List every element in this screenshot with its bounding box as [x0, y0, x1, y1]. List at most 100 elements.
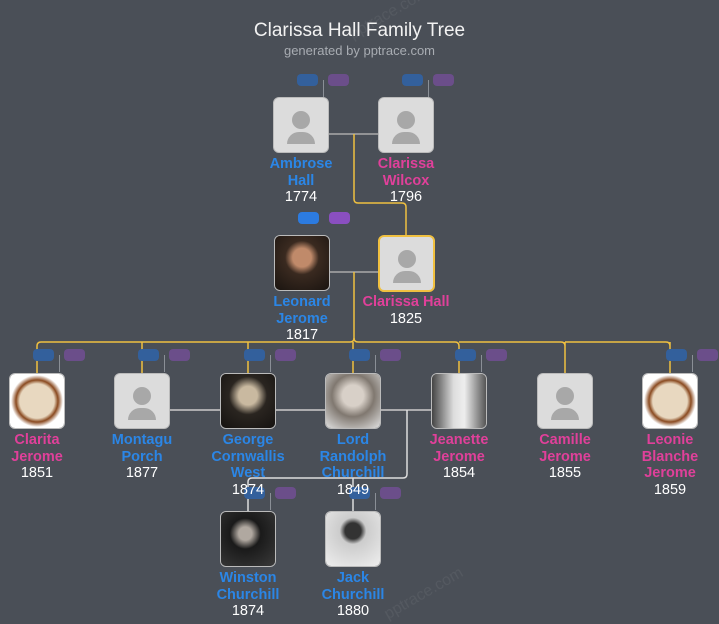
last-name: Hall [287, 172, 315, 189]
add-parent-mother-button[interactable] [329, 212, 350, 224]
connector-stem [164, 355, 165, 372]
person-name[interactable]: Jack Churchill 1880 [309, 570, 397, 620]
person-name[interactable]: Clarita Jerome 1851 [0, 432, 81, 482]
page-title: Clarissa Hall Family Tree [253, 20, 466, 41]
add-parent-father-button[interactable] [402, 74, 423, 86]
avatar-placeholder-icon [392, 271, 421, 283]
person-card[interactable] [273, 97, 329, 153]
person-name[interactable]: George Cornwallis West 1874 [204, 432, 292, 498]
first-name: George [222, 432, 274, 448]
person-photo [275, 236, 329, 290]
add-parent-father-button[interactable] [33, 349, 54, 361]
first-name: Montagu [111, 432, 173, 448]
avatar-placeholder-icon [556, 387, 574, 405]
avatar-placeholder-icon [397, 250, 416, 268]
person-name[interactable]: Clarissa Hall 1825 [362, 294, 450, 327]
person-name[interactable]: Montagu Porch 1877 [98, 432, 186, 482]
birth-year: 1854 [442, 465, 476, 481]
last-name: Blanche Jerome [641, 448, 699, 482]
lineage-line [36, 337, 355, 373]
person-name[interactable]: Winston Churchill 1874 [204, 570, 292, 620]
add-parent-father-button[interactable] [244, 349, 265, 361]
last-name: Randolph Churchill [319, 448, 387, 482]
person-card[interactable] [431, 373, 487, 429]
person-name[interactable]: Ambrose Hall 1774 [257, 156, 345, 206]
add-parent-mother-button[interactable] [64, 349, 85, 361]
add-parent-mother-button[interactable] [275, 349, 296, 361]
person-card[interactable] [378, 97, 434, 153]
last-name: Cornwallis West [211, 448, 285, 482]
avatar-placeholder-icon [287, 132, 315, 144]
first-name: Winston [219, 570, 277, 586]
birth-year: 1874 [231, 481, 265, 498]
add-parent-mother-button[interactable] [328, 74, 349, 86]
last-name: Porch [121, 448, 163, 465]
connector-stem [692, 355, 693, 372]
person-card[interactable] [378, 235, 435, 292]
first-name: Jack [336, 570, 370, 586]
person-card[interactable] [220, 511, 276, 567]
person-card[interactable] [325, 373, 381, 429]
person-photo [326, 512, 380, 566]
add-parent-mother-button[interactable] [380, 349, 401, 361]
person-card[interactable] [537, 373, 593, 429]
person-name[interactable]: Clarissa Wilcox 1796 [362, 156, 450, 206]
add-parent-father-button[interactable] [244, 487, 265, 499]
first-name: Leonie [646, 432, 694, 448]
person-name[interactable]: Leonie Blanche Jerome 1859 [626, 432, 714, 498]
last-name: Jerome [276, 310, 328, 327]
person-card[interactable] [325, 511, 381, 567]
add-parent-father-button[interactable] [455, 349, 476, 361]
person-name[interactable]: Camille Jerome 1855 [521, 432, 609, 482]
connector-stem [270, 355, 271, 372]
person-name[interactable]: Jeanette Jerome 1854 [415, 432, 503, 482]
last-name: Wilcox [382, 172, 430, 189]
birth-year: 1859 [653, 481, 687, 498]
person-card[interactable] [220, 373, 276, 429]
birth-year: 1817 [285, 327, 319, 343]
connector-stem [375, 355, 376, 372]
birth-year: 1849 [336, 481, 370, 498]
avatar-placeholder-icon [128, 408, 156, 420]
last-name: Churchill [216, 586, 280, 603]
avatar-placeholder-icon [133, 387, 151, 405]
person-card[interactable] [274, 235, 330, 291]
person-card[interactable] [114, 373, 170, 429]
birth-year: 1851 [20, 465, 54, 481]
last-name: Jerome [433, 448, 485, 465]
add-parent-mother-button[interactable] [380, 487, 401, 499]
last-name: Jerome [11, 448, 63, 465]
person-card[interactable] [9, 373, 65, 429]
lineage-line [353, 134, 407, 235]
person-name[interactable]: Leonard Jerome 1817 [258, 294, 346, 344]
connector-stem [428, 80, 429, 97]
add-parent-mother-button[interactable] [169, 349, 190, 361]
add-parent-mother-button[interactable] [697, 349, 718, 361]
first-name: Jeanette [429, 432, 489, 448]
add-parent-mother-button[interactable] [433, 74, 454, 86]
person-photo [432, 374, 486, 428]
birth-year: 1825 [389, 310, 423, 327]
last-name: Churchill [321, 586, 385, 603]
first-name: Ambrose [269, 156, 333, 172]
connector-stem [375, 493, 376, 510]
connector-stem [323, 80, 324, 97]
add-parent-father-button[interactable] [349, 487, 370, 499]
connector-stem [59, 355, 60, 372]
birth-year: 1855 [548, 465, 582, 481]
add-parent-father-button[interactable] [666, 349, 687, 361]
add-parent-mother-button[interactable] [486, 349, 507, 361]
add-parent-father-button[interactable] [349, 349, 370, 361]
person-name[interactable]: Lord Randolph Churchill 1849 [309, 432, 397, 498]
add-parent-father-button[interactable] [297, 74, 318, 86]
first-name: Clarita [14, 432, 60, 448]
first-name: Lord [336, 432, 370, 448]
add-parent-father-button[interactable] [138, 349, 159, 361]
birth-year: 1874 [231, 603, 265, 619]
add-parent-mother-button[interactable] [275, 487, 296, 499]
person-card[interactable] [642, 373, 698, 429]
add-parent-father-button[interactable] [298, 212, 319, 224]
first-name: Clarissa [362, 294, 419, 310]
person-photo [221, 374, 275, 428]
connector-stem [481, 355, 482, 372]
